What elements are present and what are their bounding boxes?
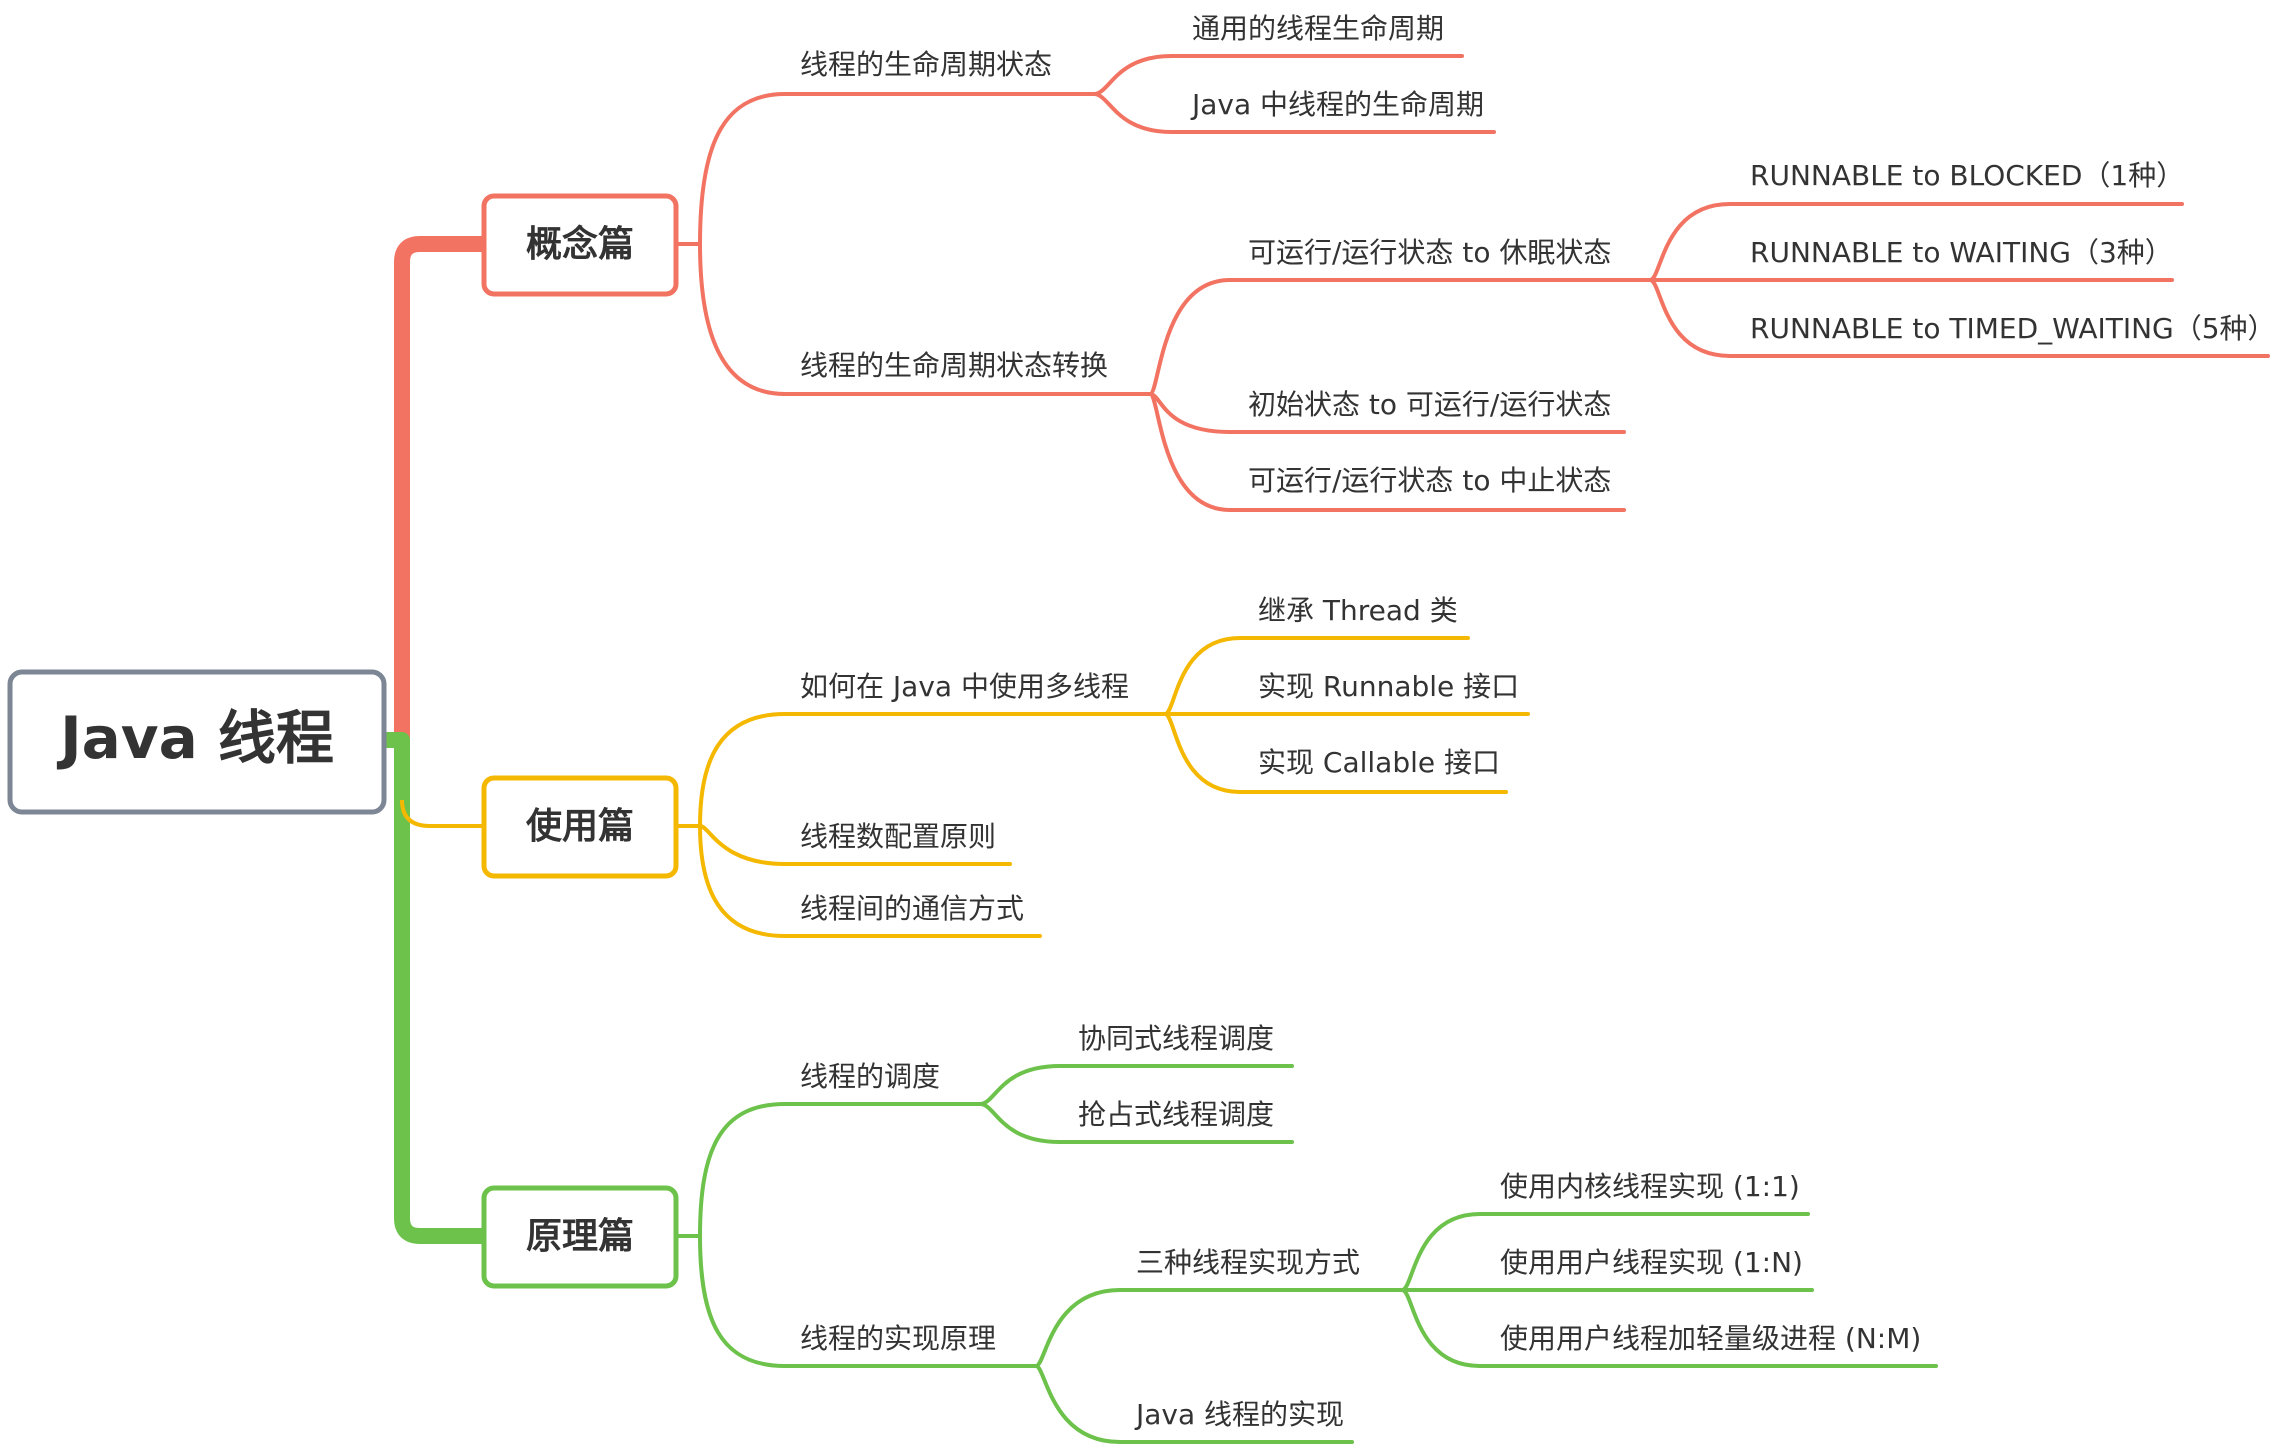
trunk-to-principle (385, 732, 484, 1244)
root-label: Java 线程 (56, 704, 334, 772)
branch-concept: 线程的生命周期状态 通用的线程生命周期 Java 中线程的生命周期 线程的生命周… (674, 12, 2274, 512)
node-runnable-to-terminated[interactable]: 可运行/运行状态 to 中止状态 (1248, 464, 1611, 497)
root-node[interactable]: Java 线程 (7, 669, 387, 815)
category-principle[interactable]: 原理篇 (481, 1185, 679, 1289)
node-init-to-runnable[interactable]: 初始状态 to 可运行/运行状态 (1248, 388, 1611, 421)
node-scheduling[interactable]: 线程的调度 (800, 1060, 940, 1093)
node-runnable-to-waiting[interactable]: RUNNABLE to WAITING（3种） (1750, 236, 2173, 269)
trunk-to-concept (385, 236, 484, 748)
node-how-to-use[interactable]: 如何在 Java 中使用多线程 (800, 670, 1129, 703)
node-kernel-thread[interactable]: 使用内核线程实现 (1:1) (1500, 1170, 1800, 1203)
node-three-ways[interactable]: 三种线程实现方式 (1136, 1246, 1360, 1279)
category-concept-label: 概念篇 (526, 223, 634, 265)
category-principle-label: 原理篇 (526, 1216, 634, 1257)
node-user-thread[interactable]: 使用用户线程实现 (1:N) (1500, 1246, 1803, 1279)
node-runnable-to-sleep[interactable]: 可运行/运行状态 to 休眠状态 (1248, 236, 1611, 269)
node-thread-count[interactable]: 线程数配置原则 (800, 820, 996, 853)
category-usage[interactable]: 使用篇 (481, 775, 679, 879)
node-lifecycle-state[interactable]: 线程的生命周期状态 (800, 48, 1052, 81)
node-cooperative[interactable]: 协同式线程调度 (1078, 1022, 1274, 1055)
node-runnable-to-blocked[interactable]: RUNNABLE to BLOCKED（1种） (1750, 159, 2184, 192)
branch-principle: 线程的调度 协同式线程调度 抢占式线程调度 线程的实现原理 三种线程实现方式 使… (674, 1022, 1938, 1444)
node-preemptive[interactable]: 抢占式线程调度 (1078, 1098, 1274, 1131)
node-java-lifecycle[interactable]: Java 中线程的生命周期 (1190, 88, 1484, 121)
category-concept[interactable]: 概念篇 (481, 193, 679, 297)
node-impl-runnable[interactable]: 实现 Runnable 接口 (1258, 670, 1519, 703)
node-impl-callable[interactable]: 实现 Callable 接口 (1258, 746, 1500, 779)
node-hybrid-thread[interactable]: 使用用户线程加轻量级进程 (N:M) (1500, 1322, 1921, 1355)
branch-usage: 如何在 Java 中使用多线程 继承 Thread 类 实现 Runnable … (674, 594, 1530, 938)
category-usage-label: 使用篇 (526, 806, 634, 847)
node-extend-thread[interactable]: 继承 Thread 类 (1258, 594, 1458, 627)
trunk-to-usage (400, 799, 484, 828)
node-implementation[interactable]: 线程的实现原理 (800, 1322, 996, 1355)
node-communication[interactable]: 线程间的通信方式 (800, 892, 1024, 925)
node-runnable-to-timed-waiting[interactable]: RUNNABLE to TIMED_WAITING（5种） (1750, 312, 2274, 345)
node-java-impl[interactable]: Java 线程的实现 (1134, 1398, 1344, 1431)
node-lifecycle-transition[interactable]: 线程的生命周期状态转换 (800, 349, 1108, 382)
node-general-lifecycle[interactable]: 通用的线程生命周期 (1192, 12, 1444, 45)
